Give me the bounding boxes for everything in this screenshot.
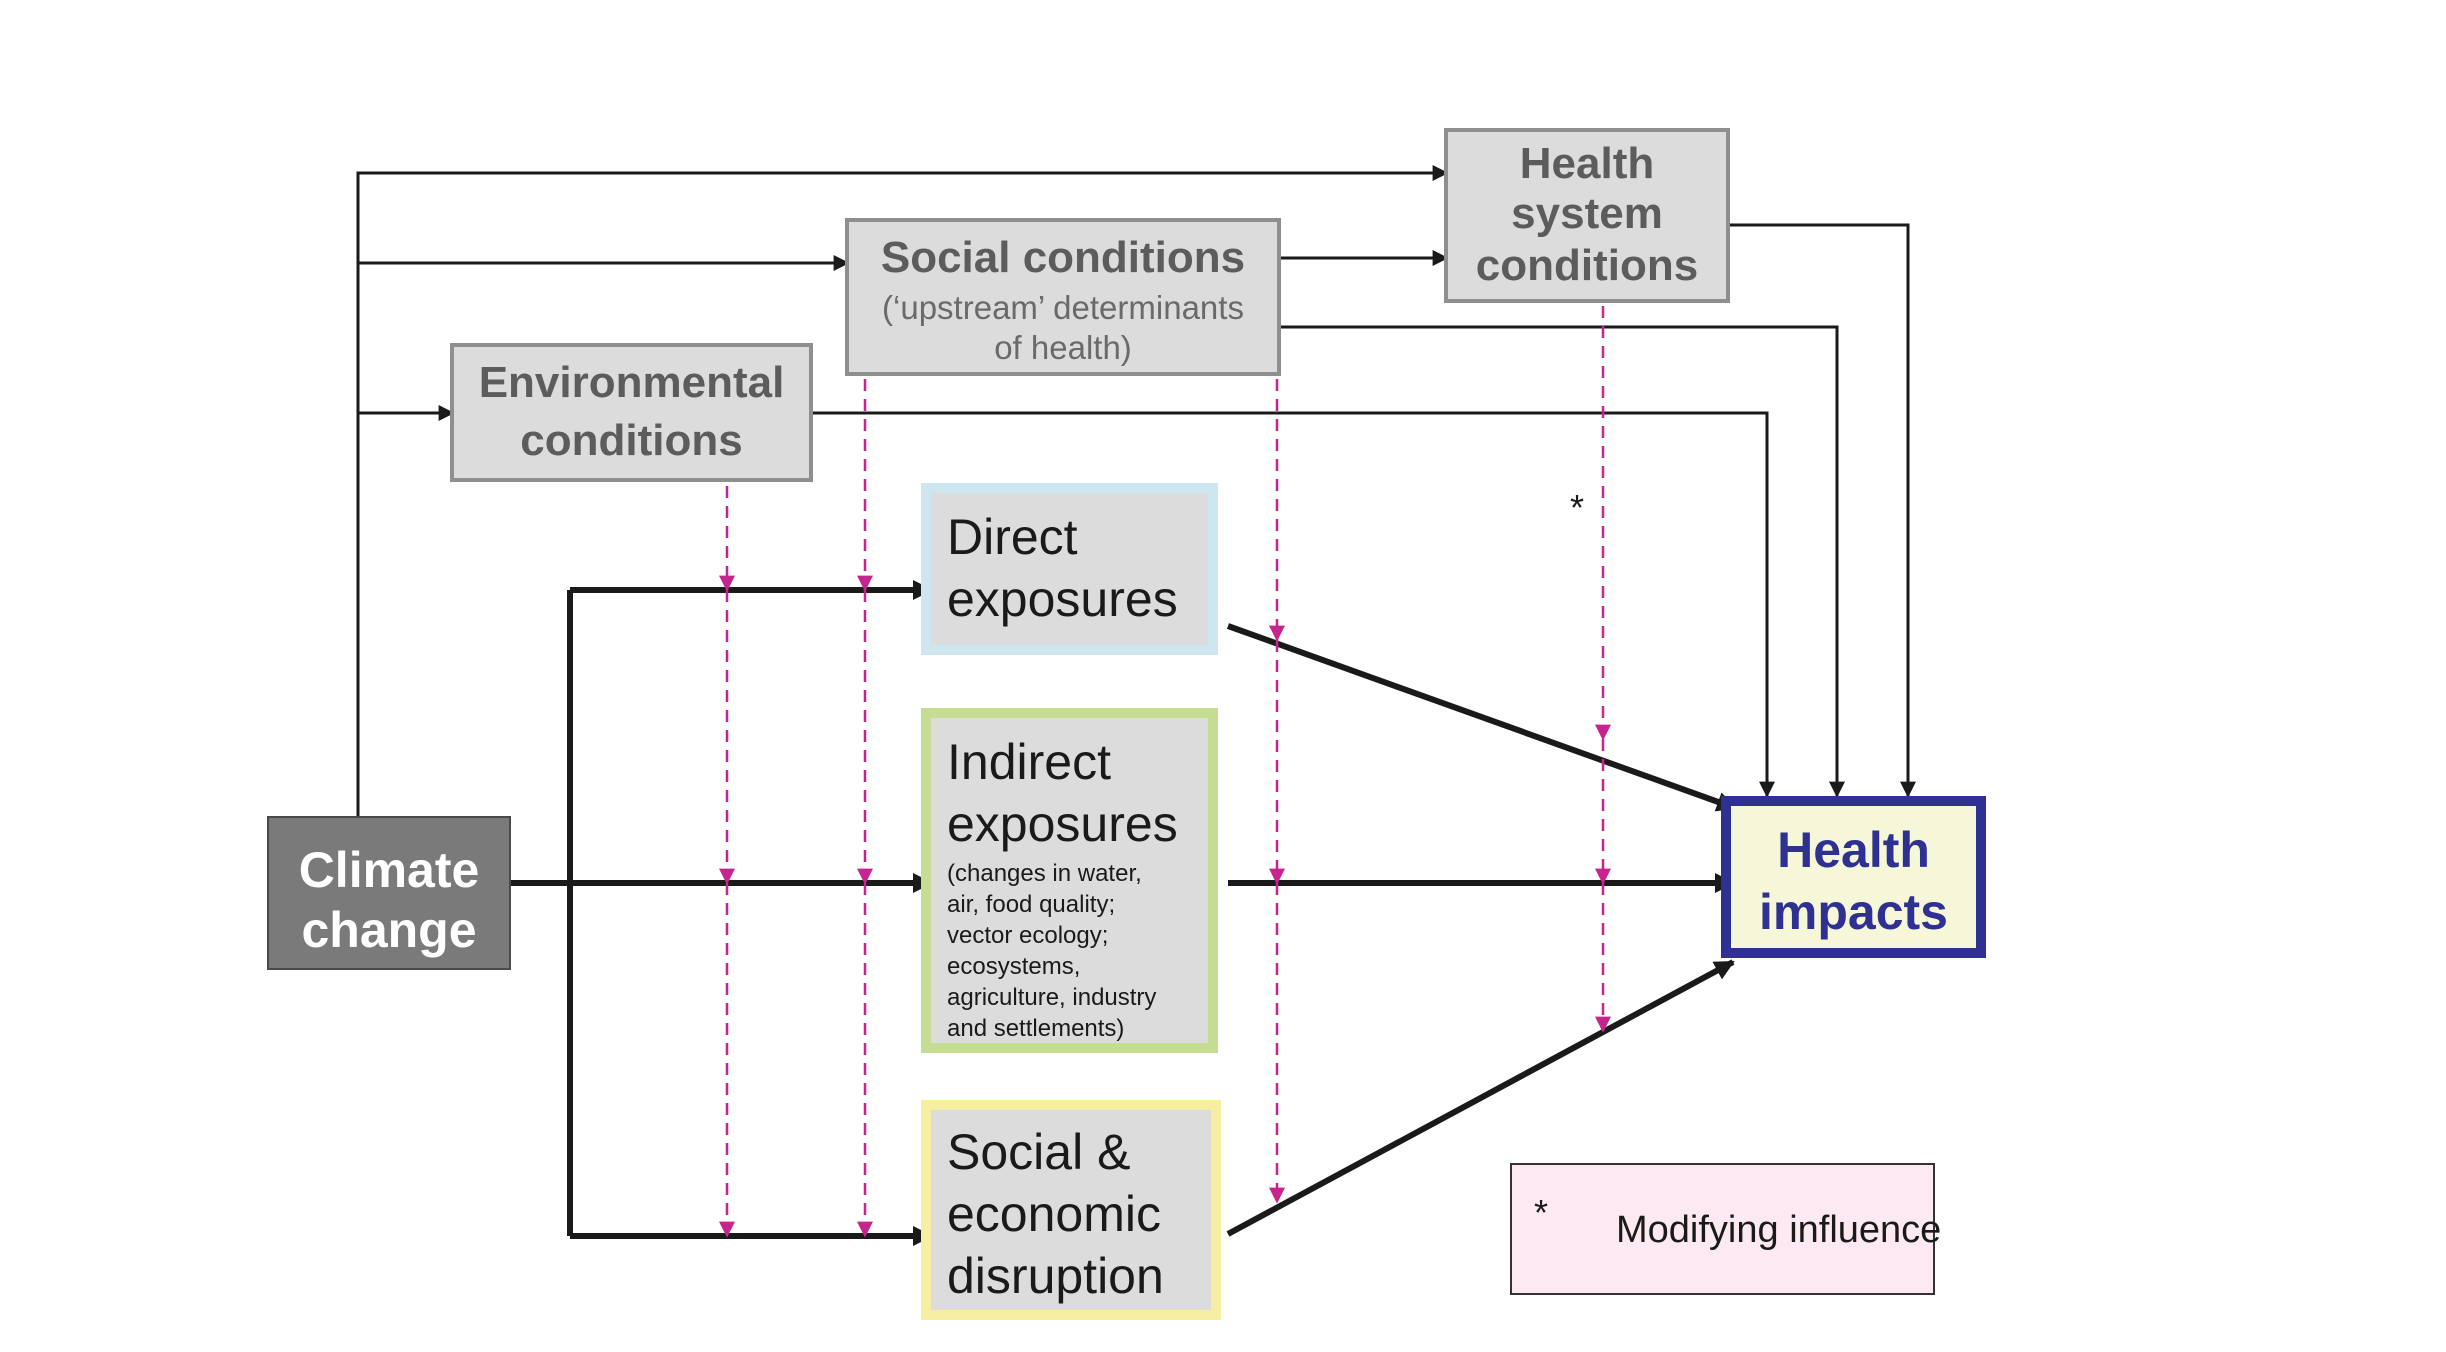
social-economic-disruption-box: Social & economic disruption [921, 1100, 1221, 1320]
climate-change-line2: change [301, 902, 477, 958]
environmental-conditions-line2: conditions [520, 416, 743, 465]
health-impacts-line2: impacts [1759, 884, 1948, 940]
social-conditions-box: Social conditions (‘upstream’ determinan… [845, 218, 1281, 376]
social-conditions-sub2: of health) [994, 329, 1132, 366]
climate-change-box: Climate change [267, 816, 511, 970]
legend-box: * Modifying influence [1510, 1163, 1941, 1295]
indirect-detail-4: ecosystems, [947, 953, 1081, 980]
indirect-exposures-line1: Indirect [947, 734, 1111, 790]
socecon-line1: Social & [947, 1124, 1131, 1180]
legend-label: Modifying influence [1616, 1209, 1942, 1251]
socecon-line3: disruption [947, 1248, 1164, 1304]
exposures-to-health-arrows [1226, 623, 1737, 1237]
environmental-conditions-box: Environmental conditions [450, 343, 813, 482]
indirect-exposures-box: Indirect exposures (changes in water, ai… [921, 708, 1218, 1053]
direct-exposures-line1: Direct [947, 509, 1078, 565]
environmental-conditions-line1: Environmental [478, 358, 785, 407]
indirect-detail-3: vector ecology; [947, 922, 1109, 949]
direct-exposures-line2: exposures [947, 571, 1178, 627]
climate-vertical-stem [356, 165, 1449, 816]
socecon-to-health-arrow [1226, 959, 1735, 1237]
social-conditions-title: Social conditions [880, 233, 1246, 282]
health-system-line3: conditions [1475, 241, 1699, 290]
social-conditions-sub1: (‘upstream’ determinants [882, 289, 1244, 326]
socecon-line2: economic [947, 1186, 1161, 1242]
health-impacts-line1: Health [1777, 822, 1930, 878]
climate-to-conditions-arrows [356, 165, 1449, 816]
health-system-to-health-arrow [1730, 223, 1916, 798]
direct-to-health-arrow [1226, 623, 1737, 812]
indirect-detail-6: and settlements) [947, 1015, 1125, 1042]
health-system-line2: system [1511, 189, 1663, 238]
health-impacts-box: Health impacts [1721, 796, 1986, 958]
direct-exposures-box: Direct exposures [921, 483, 1218, 655]
indirect-detail-2: air, food quality; [947, 891, 1116, 918]
social-to-health-arrow [1281, 325, 1845, 798]
indirect-exposures-line2: exposures [947, 796, 1178, 852]
indirect-detail-5: agriculture, industry [947, 984, 1157, 1011]
env-to-health-arrow [813, 411, 1775, 798]
health-system-conditions-box: Health system conditions [1444, 128, 1730, 303]
health-system-line1: Health [1519, 139, 1655, 188]
indirect-detail-1: (changes in water, [947, 860, 1142, 887]
asterisk-marker: * [1570, 487, 1585, 528]
climate-change-line1: Climate [298, 842, 480, 898]
legend-asterisk: * [1534, 1192, 1549, 1233]
climate-to-exposures-arrows [511, 580, 933, 1246]
conditions-to-health-arrows [813, 223, 1916, 798]
